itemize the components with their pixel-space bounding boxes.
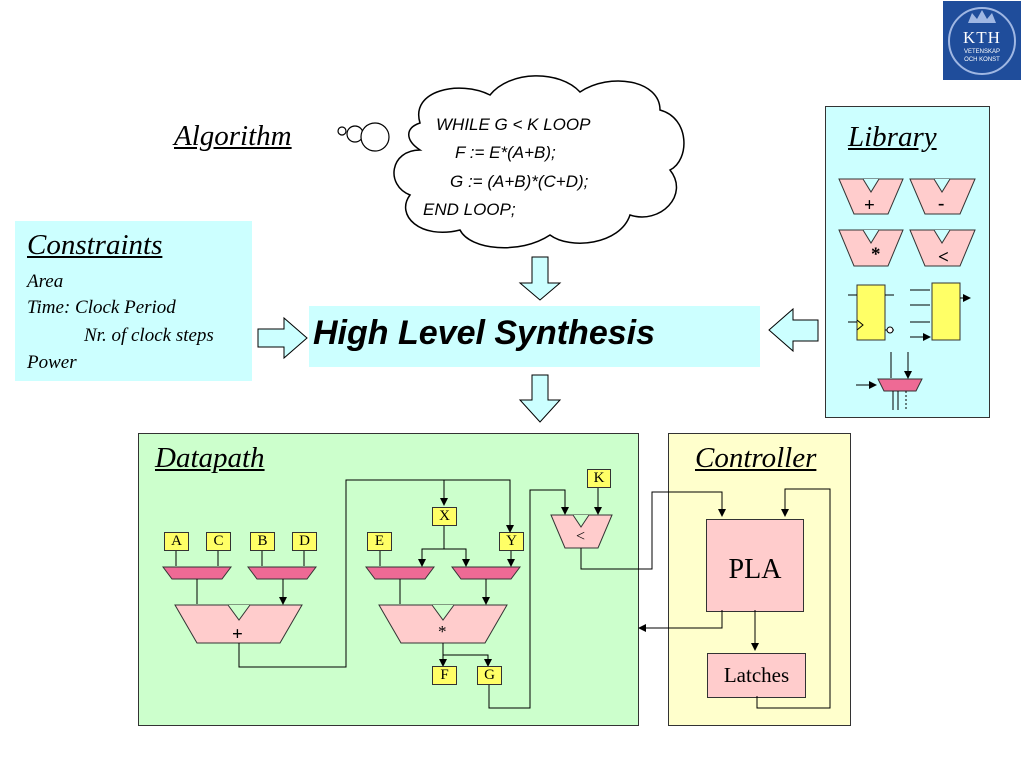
arrow-library-to-hls — [768, 307, 819, 353]
lib-lt-label: < — [938, 247, 949, 268]
logo-text-och-konst: OCH KONST — [964, 57, 1000, 63]
register-d: D — [292, 532, 317, 551]
register-c: C — [206, 532, 231, 551]
register-x: X — [432, 507, 457, 526]
code-line-1: WHILE G < K LOOP — [436, 115, 591, 134]
lib-mul-unit — [838, 229, 904, 267]
register-a: A — [164, 532, 189, 551]
lib-register-2 — [931, 282, 961, 341]
lib-add-label: + — [864, 195, 875, 216]
arrow-constraints-to-hls — [257, 316, 308, 360]
lib-mul-label: * — [871, 244, 881, 265]
algorithm-label: Algorithm — [174, 120, 292, 152]
controller-title: Controller — [695, 442, 817, 474]
constraint-power: Power — [27, 352, 77, 373]
kth-logo: KTH VETENSKAP OCH KONST — [943, 1, 1021, 80]
multiplier-unit — [378, 604, 508, 644]
latches-block: Latches — [707, 653, 806, 698]
register-y: Y — [499, 532, 524, 551]
register-k: K — [587, 469, 611, 488]
constraint-area: Area — [27, 271, 64, 292]
latches-label: Latches — [723, 663, 790, 687]
mux-ac — [162, 566, 232, 580]
hls-box: High Level Synthesis — [309, 306, 760, 367]
library-title: Library — [848, 121, 937, 153]
seal-icon — [948, 7, 1016, 75]
constraint-clock-period: Time: Clock Period — [27, 297, 176, 318]
constraint-clock-steps: Nr. of clock steps — [84, 325, 214, 346]
register-g: G — [477, 666, 502, 685]
lib-mux — [877, 378, 923, 392]
register-b: B — [250, 532, 275, 551]
constraints-title: Constraints — [27, 229, 163, 261]
register-f: F — [432, 666, 457, 685]
mux-bd — [247, 566, 317, 580]
code-line-4: END LOOP; — [423, 200, 516, 219]
mux-xy — [451, 566, 521, 580]
mux-ex — [365, 566, 435, 580]
comparator-unit — [550, 514, 613, 549]
pla-block: PLA — [706, 519, 804, 612]
lib-register-1 — [856, 284, 886, 341]
comparator-label: < — [576, 528, 586, 545]
lib-sub-unit — [909, 178, 976, 215]
adder-label: + — [232, 624, 243, 645]
code-line-3: G := (A+B)*(C+D); — [450, 172, 589, 191]
pla-label: PLA — [728, 554, 782, 585]
register-e: E — [367, 532, 392, 551]
arrow-cloud-to-hls — [518, 256, 562, 301]
multiplier-label: * — [438, 622, 447, 641]
lib-add-unit — [838, 178, 904, 215]
arrow-hls-to-datapath — [518, 374, 562, 423]
code-line-2: F := E*(A+B); — [455, 143, 556, 162]
logo-text-vetenskap: VETENSKAP — [963, 49, 1000, 55]
adder-unit — [174, 604, 303, 644]
lib-lt-unit — [909, 229, 976, 267]
logo-text-kth: KTH — [963, 28, 1001, 47]
hls-label: High Level Synthesis — [313, 314, 655, 352]
constraints-box: Constraints Area Time: Clock Period Nr. … — [15, 221, 252, 381]
datapath-title: Datapath — [155, 442, 265, 474]
lib-sub-label: - — [938, 193, 945, 214]
